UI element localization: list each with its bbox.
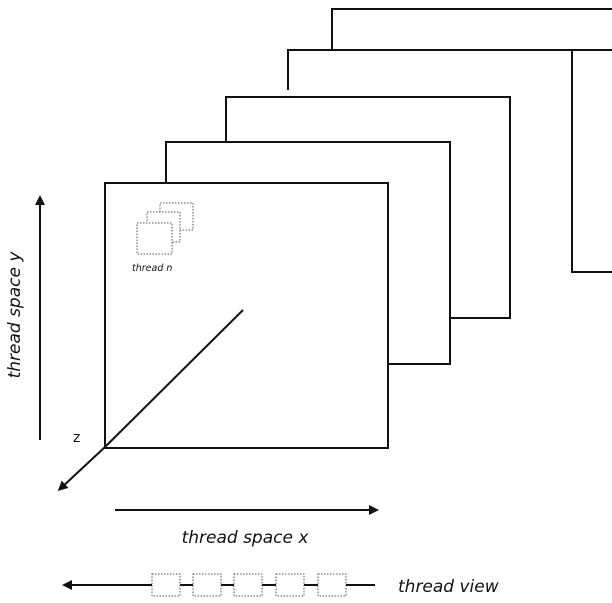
plane-back-3 xyxy=(287,49,612,90)
y-axis-label: thread space y xyxy=(5,251,25,379)
thread-n-label: thread n xyxy=(132,263,172,274)
plane-back-2 xyxy=(225,96,511,319)
z-axis-arrow xyxy=(57,446,106,492)
plane-back-3-edge xyxy=(571,50,612,273)
thread-block-icon xyxy=(136,202,194,255)
z-axis-line xyxy=(104,309,244,448)
thread-view-strip xyxy=(62,573,375,597)
x-axis-label: thread space x xyxy=(182,528,310,548)
z-axis-label: z xyxy=(73,430,80,446)
thread-view-label: thread view xyxy=(398,577,499,597)
plane-back-1 xyxy=(165,141,451,365)
plane-back-4 xyxy=(331,8,612,50)
